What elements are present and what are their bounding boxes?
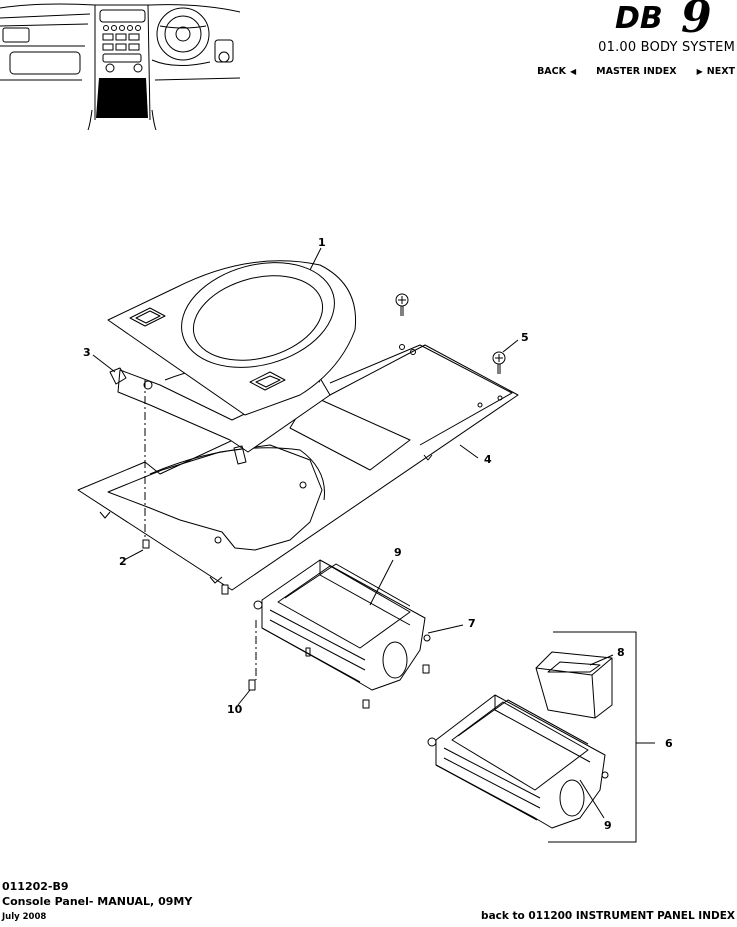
callout-labels: 1 2 3 4 5 6 7 8 9 9 10 bbox=[83, 236, 673, 832]
base-panel-part-4 bbox=[77, 344, 519, 591]
fastener-part-2 bbox=[142, 380, 229, 595]
screw-part-5 bbox=[395, 293, 506, 374]
cupholder-assembly-part-6 bbox=[427, 694, 609, 829]
cupholder-assembly-part-7 bbox=[253, 559, 431, 709]
part-code: 011202-B9 bbox=[2, 880, 69, 893]
svg-text:DB: DB bbox=[615, 1, 663, 36]
callout-7: 7 bbox=[468, 617, 476, 630]
next-arrow-icon[interactable]: ▶ bbox=[696, 67, 703, 76]
callout-8: 8 bbox=[617, 646, 625, 659]
publication-date: July 2008 bbox=[2, 912, 47, 922]
svg-text:9: 9 bbox=[681, 0, 712, 36]
navigation-bar: BACK ◀ MASTER INDEX ▶ NEXT bbox=[537, 66, 735, 77]
section-title: 01.00 BODY SYSTEM bbox=[598, 40, 735, 55]
master-index-link[interactable]: MASTER INDEX bbox=[596, 66, 677, 77]
back-arrow-icon[interactable]: ◀ bbox=[570, 67, 577, 76]
leader-lines bbox=[92, 247, 614, 819]
callout-10: 10 bbox=[227, 703, 243, 716]
fastener-part-10 bbox=[248, 679, 256, 691]
callout-4: 4 bbox=[484, 453, 492, 466]
callout-9-upper: 9 bbox=[394, 546, 402, 559]
callout-6: 6 bbox=[665, 737, 673, 750]
insert-part-8 bbox=[535, 651, 613, 719]
callout-1: 1 bbox=[318, 236, 326, 249]
callout-5: 5 bbox=[521, 331, 529, 344]
back-to-index-link[interactable]: back to 011200 INSTRUMENT PANEL INDEX bbox=[481, 910, 735, 922]
locator-thumbnail bbox=[0, 3, 240, 130]
next-link[interactable]: NEXT bbox=[706, 66, 735, 77]
part-title: Console Panel- MANUAL, 09MY bbox=[2, 895, 193, 908]
back-link[interactable]: BACK bbox=[537, 66, 566, 77]
db9-logo: DB 9 bbox=[615, 0, 712, 36]
bezel-part-1 bbox=[107, 260, 357, 416]
assembly-bracket-line bbox=[548, 631, 637, 843]
callout-2: 2 bbox=[119, 555, 127, 568]
callout-3: 3 bbox=[83, 346, 91, 359]
callout-9-lower: 9 bbox=[604, 819, 612, 832]
